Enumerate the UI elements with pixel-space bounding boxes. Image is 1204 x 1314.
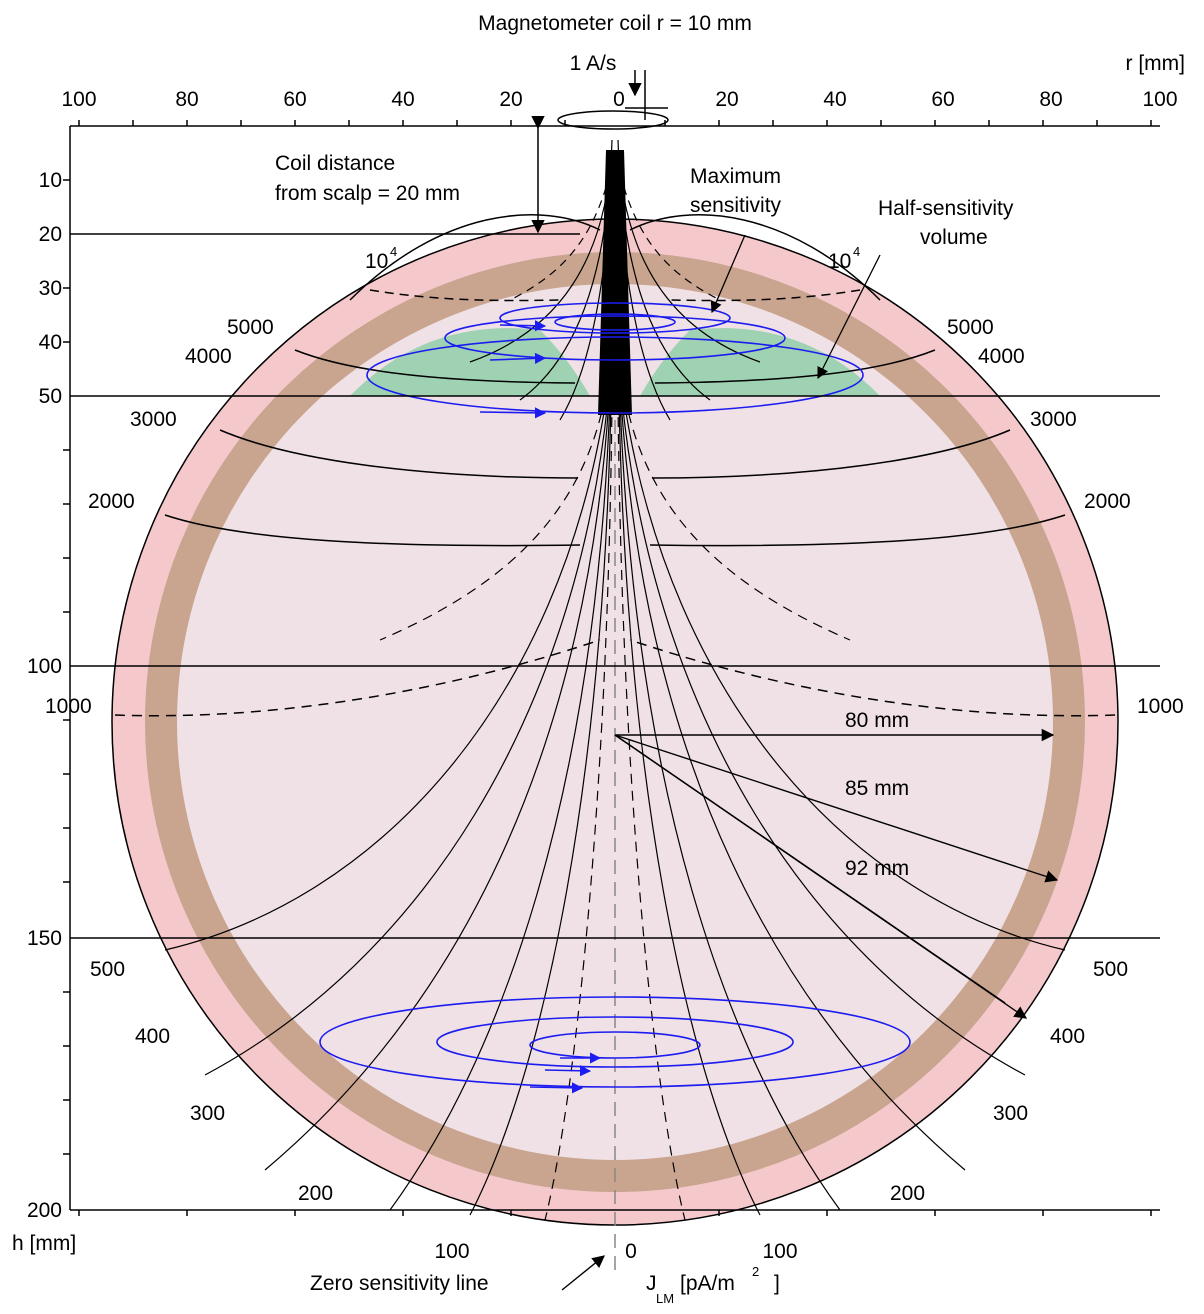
contour-label-4000: 4000 xyxy=(978,345,1025,368)
contour-label-5000: 5000 xyxy=(947,316,994,339)
h-axis xyxy=(63,126,71,1210)
j-unit-sub: LM xyxy=(656,1291,674,1306)
contour-label-2000: 2000 xyxy=(1084,490,1131,513)
r-tick-label: 60 xyxy=(931,88,954,111)
r-tick-label: 20 xyxy=(715,88,738,111)
brain-layer xyxy=(177,284,1053,1160)
h-tick-label: 50 xyxy=(39,385,62,408)
coil-distance-label-2: from scalp = 20 mm xyxy=(275,182,460,205)
r-tick-label: 60 xyxy=(283,88,306,111)
contour-label-300: 300 xyxy=(993,1102,1028,1125)
contour-label-1000: 1000 xyxy=(45,695,92,718)
r-tick-label: 0 xyxy=(613,88,625,111)
h-axis-unit: h [mm] xyxy=(12,1232,76,1255)
magnetometer-coil xyxy=(557,70,669,130)
h-tick-label: 40 xyxy=(39,331,62,354)
contour-label-3000: 3000 xyxy=(1030,408,1077,431)
r-tick-label: 100 xyxy=(61,88,96,111)
h-tick-label: 10 xyxy=(39,169,62,192)
j-unit-close: ] xyxy=(774,1272,780,1295)
contour-label-200: 200 xyxy=(298,1182,333,1205)
contour-label-3000: 3000 xyxy=(130,408,177,431)
h-axis-labels: 10 20 30 40 50 100 150 200 xyxy=(27,169,62,1222)
contour-exponent: 4 xyxy=(390,244,397,259)
h-tick-label: 150 xyxy=(27,927,62,950)
r-tick-label: 40 xyxy=(391,88,414,111)
h-reference-lines xyxy=(70,125,1160,1211)
j-unit-sup: 2 xyxy=(752,1264,759,1279)
half-sensitivity-arrow xyxy=(817,254,881,380)
j-unit-rest: [pA/m xyxy=(680,1272,735,1295)
contour-label-300: 300 xyxy=(190,1102,225,1125)
maximum-sensitivity-label-2: sensitivity xyxy=(690,194,782,217)
contour-label-400: 400 xyxy=(1050,1025,1085,1048)
j-tick-label: 100 xyxy=(762,1240,797,1263)
r-axis-labels: 100 80 60 40 20 0 20 40 60 80 100 xyxy=(61,88,1177,111)
coil-axis-bundle xyxy=(598,150,632,415)
zero-sensitivity-label: Zero sensitivity line xyxy=(310,1272,489,1295)
radius-label-85: 85 mm xyxy=(845,777,909,800)
h-tick-label: 20 xyxy=(39,223,62,246)
contour-label-200: 200 xyxy=(890,1182,925,1205)
half-sensitivity-label-1: Half-sensitivity xyxy=(878,197,1014,220)
zero-sensitivity-arrow xyxy=(561,1255,605,1291)
contour-label-500: 500 xyxy=(1093,958,1128,981)
j-axis-ticks xyxy=(78,1210,1152,1216)
radiating-field-lines xyxy=(164,379,1066,1221)
h-tick-label: 100 xyxy=(27,655,62,678)
radius-labels: 80 mm 85 mm 92 mm xyxy=(845,709,909,880)
r-tick-label: 100 xyxy=(1142,88,1177,111)
contour-label-400: 400 xyxy=(135,1025,170,1048)
r-tick-label: 40 xyxy=(823,88,846,111)
contour-label-10e4-right: 10 4 xyxy=(828,244,860,273)
h-tick-label: 200 xyxy=(27,1199,62,1222)
contour-labels: 5000 5000 4000 4000 3000 3000 2000 2000 … xyxy=(45,316,1184,1205)
j-axis-unit: J LM [pA/m 2 ] xyxy=(646,1264,780,1306)
j-tick-label: 0 xyxy=(625,1240,637,1263)
contour-exponent: 4 xyxy=(853,244,860,259)
contour-label-4000: 4000 xyxy=(185,345,232,368)
h-tick-label: 30 xyxy=(39,277,62,300)
sensitivity-contours xyxy=(114,214,1116,717)
contour-label-1000: 1000 xyxy=(1137,695,1184,718)
j-unit-main: J xyxy=(646,1272,657,1295)
r-axis-ticks xyxy=(78,120,1152,126)
j-axis-labels: 100 0 100 xyxy=(434,1240,797,1263)
j-tick-label: 100 xyxy=(434,1240,469,1263)
contour-label-5000: 5000 xyxy=(227,316,274,339)
contour-label-500: 500 xyxy=(90,958,125,981)
current-loops-bottom xyxy=(319,996,911,1094)
r-tick-label: 20 xyxy=(499,88,522,111)
contour-base: 10 xyxy=(365,250,388,273)
r-tick-label: 80 xyxy=(175,88,198,111)
half-sensitivity-label-2: volume xyxy=(920,226,988,249)
r-tick-label: 80 xyxy=(1039,88,1062,111)
coil-current-label: 1 A/s xyxy=(570,52,617,75)
contour-label-2000: 2000 xyxy=(88,490,135,513)
r-axis-unit: r [mm] xyxy=(1126,52,1185,75)
diagram-title: Magnetometer coil r = 10 mm xyxy=(478,12,752,35)
maximum-sensitivity-arrow xyxy=(710,234,746,314)
maximum-sensitivity-label-1: Maximum xyxy=(690,165,781,188)
radius-label-92: 92 mm xyxy=(845,857,909,880)
coil-distance-label-1: Coil distance xyxy=(275,152,395,175)
contour-base: 10 xyxy=(828,250,851,273)
radius-arrows xyxy=(614,728,1059,1019)
radius-label-80: 80 mm xyxy=(845,709,909,732)
current-loops-top xyxy=(366,302,864,419)
contour-label-10e4-left: 10 4 xyxy=(365,244,397,273)
